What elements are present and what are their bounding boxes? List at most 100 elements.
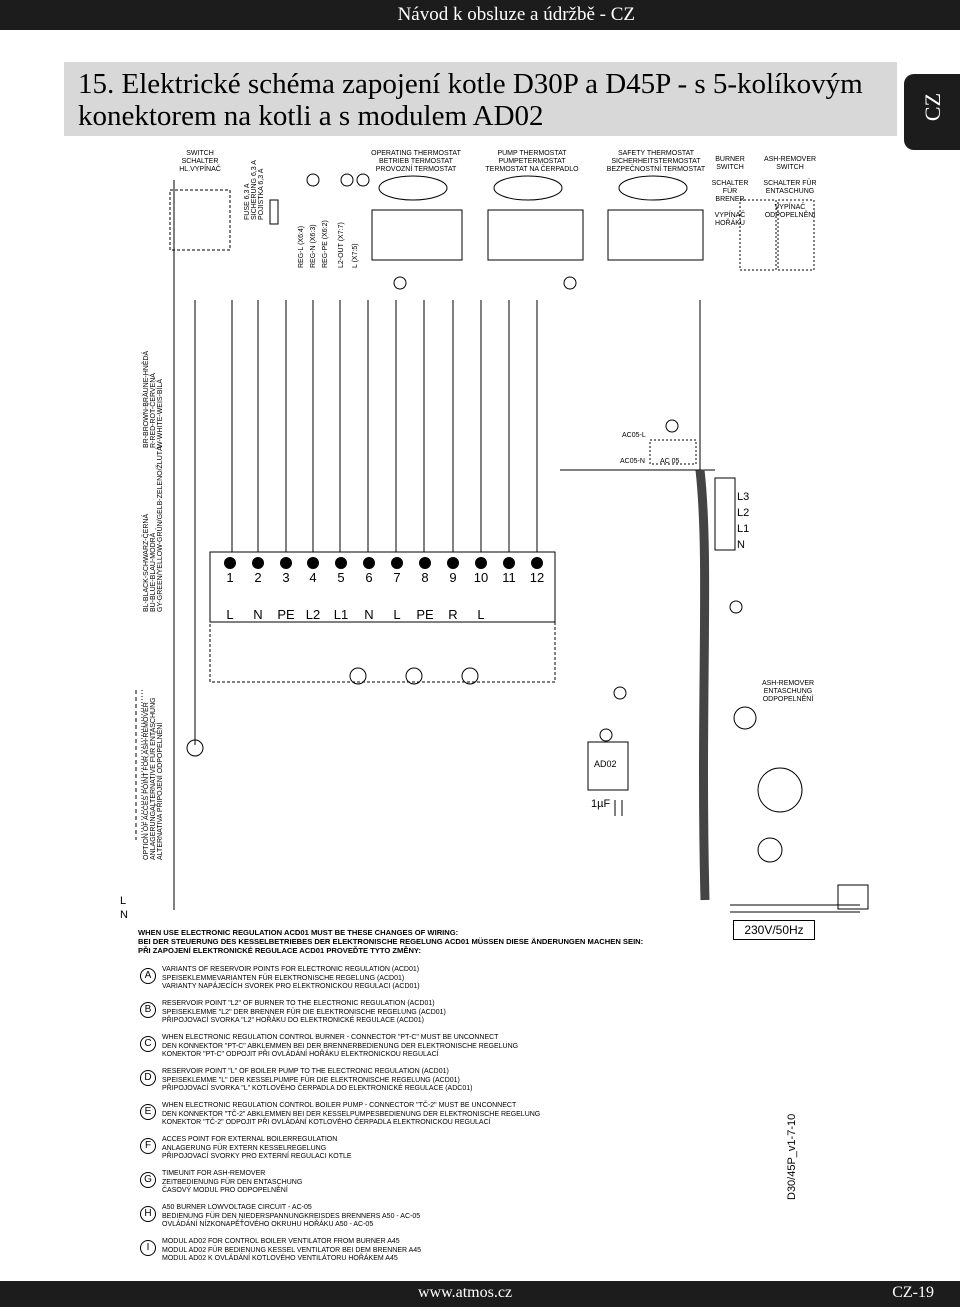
supply-line-l: L xyxy=(120,895,127,907)
terminal-num-10: 10 xyxy=(473,570,489,585)
ventilator-fan xyxy=(757,767,803,813)
ac05-l-label: AC05-L xyxy=(622,432,646,439)
burner-switch-label: BURNER SWITCH SCHALTER FÜR BRENER VYPÍNA… xyxy=(711,156,749,227)
page-number: CZ-19 xyxy=(892,1284,934,1301)
marker-F xyxy=(729,600,743,614)
supply-voltage: 230V/50Hz xyxy=(733,920,815,940)
terminal-fn-8: PE xyxy=(416,607,434,622)
motor-connection-block xyxy=(714,477,736,551)
terminal-num-8: 8 xyxy=(421,570,429,585)
marker-D xyxy=(356,173,370,187)
terminal-fn-5: L1 xyxy=(333,607,349,622)
connector-l: L (X7:5) xyxy=(352,243,359,268)
note-g-mark: G xyxy=(140,1172,156,1188)
note-f-text: ACCES POINT FOR EXTERNAL BOILERREGULATIO… xyxy=(162,1136,352,1160)
note-a-mark: A xyxy=(140,968,156,984)
notes-list: A VARIANTS OF RESERVOIR POINTS FOR ELECTR… xyxy=(140,966,660,1272)
ac05-box-label: AC 05 xyxy=(660,458,680,465)
safety-thermostat-label: SAFETY THERMOSTAT SICHERHEITSTERMOSTAT B… xyxy=(606,150,706,173)
note-e-mark: E xyxy=(140,1104,156,1120)
note-c-text: WHEN ELECTRONIC REGULATION CONTROL BURNE… xyxy=(162,1034,519,1058)
boiler-connector-area xyxy=(209,621,556,683)
operating-thermostat-knob xyxy=(378,175,448,201)
note-f-mark: F xyxy=(140,1138,156,1154)
note-c-mark: C xyxy=(140,1036,156,1052)
marker-H xyxy=(665,419,679,433)
fuse-symbol xyxy=(269,199,279,225)
terminal-num-1: 1 xyxy=(226,570,234,585)
ground-symbol xyxy=(186,739,204,757)
terminal-num-7: 7 xyxy=(393,570,401,585)
terminal-num-6: 6 xyxy=(365,570,373,585)
switch-label: SWITCH SCHALTER HL.VYPÍNAČ xyxy=(179,150,221,173)
supply-line-n: N xyxy=(120,909,128,921)
ash-switch-box xyxy=(777,199,815,271)
ash-remover-switch-label: ASH-REMOVER SWITCH SCHALTER FÜR ENTASCHU… xyxy=(763,156,817,219)
terminal-fn-4: L2 xyxy=(305,607,321,622)
wire-color-legend-1: BL-BLACK-SCHWARZ-ČERNÁ BU-BLUE-BLAU-MODR… xyxy=(143,446,164,612)
note-a-text: VARIANTS OF RESERVOIR POINTS FOR ELECTRO… xyxy=(162,966,420,990)
supply-connector xyxy=(837,884,869,910)
terminal-num-4: 4 xyxy=(309,570,317,585)
wire-color-legend-2: BR-BROWN-BRÄUNE-HNĚDÁ R-RED-ROT-ČERVENÁ … xyxy=(143,350,164,448)
footer-bar: www.atmos.cz CZ-19 xyxy=(0,1281,960,1307)
note-g-text: TIMEUNIT FOR ASH-REMOVER ZEITBEDIENUNG F… xyxy=(162,1170,303,1194)
marker-B xyxy=(340,173,354,187)
connector-reg-pe: REG-PE (X6:2) xyxy=(322,220,329,268)
note-b-mark: B xyxy=(140,1002,156,1018)
terminal-num-11: 11 xyxy=(502,570,516,585)
ash-motor xyxy=(733,706,757,730)
note-h-mark: H xyxy=(140,1206,156,1222)
motor-line-l2: L2 xyxy=(737,507,750,519)
safety-thermostat-knob xyxy=(618,175,688,201)
marker-I xyxy=(599,728,613,742)
marker-C xyxy=(393,276,407,290)
note-a: A VARIANTS OF RESERVOIR POINTS FOR ELECTR… xyxy=(140,966,660,994)
terminal-fn-9: R xyxy=(448,607,458,622)
burner-switch-box xyxy=(739,199,777,271)
cable-bundle xyxy=(695,469,710,901)
terminal-fn-2: N xyxy=(253,607,263,622)
marker-G xyxy=(613,686,627,700)
note-f: F ACCES POINT FOR EXTERNAL BOILERREGULATI… xyxy=(140,1136,660,1164)
footer-url[interactable]: www.atmos.cz xyxy=(418,1284,513,1301)
note-g: G TIMEUNIT FOR ASH-REMOVER ZEITBEDIENUNG … xyxy=(140,1170,660,1198)
motor-line-l1: L1 xyxy=(737,523,750,535)
section-title: 15. Elektrické schéma zapojení kotle D30… xyxy=(78,68,863,132)
operating-thermostat-box xyxy=(371,209,463,261)
pump-thermostat-box xyxy=(487,209,584,261)
fuse-label: FUSE 6,3 A SICHERUNG 6,3 A POJISTKA 6,3 … xyxy=(244,160,265,220)
ac05-box xyxy=(649,439,697,465)
note-i-mark: I xyxy=(140,1240,156,1256)
connector-reg-n: REG-N (X6:3) xyxy=(310,224,317,268)
connector-reg-l: REG-L (X6:4) xyxy=(298,225,305,268)
terminal-num-3: 3 xyxy=(282,570,290,585)
terminal-fn-7: L xyxy=(393,607,401,622)
motor-line-n: N xyxy=(737,539,745,551)
motor-1 xyxy=(349,667,367,685)
ash-remover-motor-label: ASH-REMOVER ENTASCHUNG ODPOPELNĚNÍ xyxy=(761,680,815,703)
terminal-num-2: 2 xyxy=(254,570,262,585)
operating-thermostat-label: OPERATING THERMOSTAT BETRIEB TERMOSTAT P… xyxy=(371,150,461,173)
terminal-fn-1: L xyxy=(226,607,234,622)
motor-2 xyxy=(405,667,423,685)
motor-line-l3: L3 xyxy=(737,491,750,503)
pump-motor xyxy=(757,837,783,863)
note-e: E WHEN ELECTRONIC REGULATION CONTROL BOIL… xyxy=(140,1102,660,1130)
note-e-text: WHEN ELECTRONIC REGULATION CONTROL BOILE… xyxy=(162,1102,541,1126)
option-legend: OPTION OF ACCES POINT FOR ASH-REMOVER AN… xyxy=(143,697,164,860)
connector-l2-out: L2-OUT (X7:7) xyxy=(338,222,345,268)
motor-3 xyxy=(461,667,479,685)
terminal-fn-3: PE xyxy=(277,607,295,622)
top-header-bar: Návod k obsluze a údržbě - CZ xyxy=(0,0,960,30)
marker-E xyxy=(563,276,577,290)
main-switch-box xyxy=(169,189,231,251)
capacitor-label: 1µF xyxy=(591,798,611,810)
section-title-box: 15. Elektrické schéma zapojení kotle D30… xyxy=(64,62,897,136)
terminal-num-12: 12 xyxy=(529,570,545,585)
